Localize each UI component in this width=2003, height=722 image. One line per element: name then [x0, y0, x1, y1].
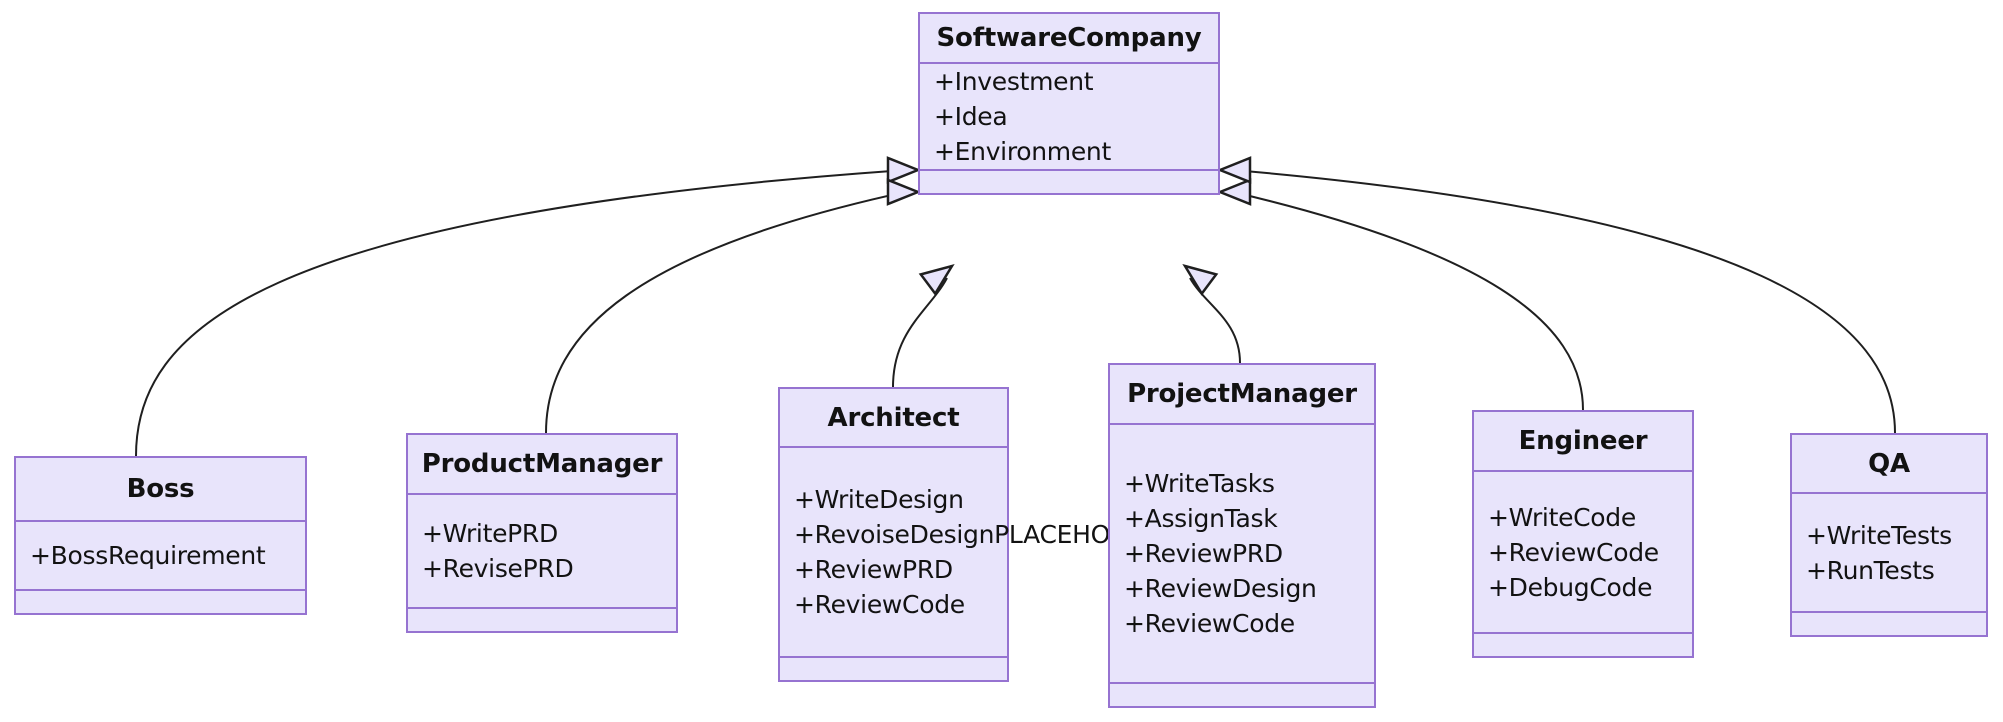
attribute-row: +WritePRD [422, 519, 558, 548]
methods-compartment-project-manager [1110, 684, 1374, 706]
class-name-architect: Architect [780, 389, 1007, 448]
attribute-row: +ReviewPRD [1124, 539, 1283, 568]
attribute-row: +WriteDesign [794, 485, 964, 514]
class-name-engineer: Engineer [1474, 412, 1692, 472]
attribute-row: +RevoiseDesignPLACEHOLDER [794, 520, 1176, 549]
generalization-arrowhead-icon [1182, 263, 1219, 296]
generalization-arrowhead-icon [886, 156, 922, 184]
class-name-qa: QA [1792, 435, 1986, 494]
class-box-qa[interactable]: QA +WriteTests +RunTests [1790, 433, 1988, 637]
attribute-row: +ReviewDesign [1124, 574, 1317, 603]
class-box-architect[interactable]: Architect +WriteDesign +RevoiseDesignPLACE… [778, 387, 1176, 682]
methods-compartment-qa [1792, 613, 1986, 635]
attribute-row: +ReviewCode [1488, 537, 1659, 567]
attributes-compartment-architect: +WriteDesign +RevoiseDesignPLACEHOLDER +Re… [780, 448, 1176, 658]
methods-compartment-product-manager [408, 609, 676, 631]
attribute-row: +Investment [934, 67, 1094, 96]
class-box-product-manager[interactable]: ProductManager +WritePRD +RevisePRD [406, 433, 678, 633]
class-name-project-manager: ProjectManager [1110, 365, 1374, 425]
generalization-arrowhead-icon [918, 263, 955, 296]
edge-architect-to-softwarecompany [892, 263, 955, 388]
attributes-compartment-engineer: +WriteCode +ReviewCode +DebugCode [1474, 472, 1692, 634]
attributes-compartment-qa: +WriteTests +RunTests [1792, 494, 1986, 613]
attribute-row: +Idea [934, 102, 1008, 131]
attribute-row: +AssignTask [1124, 504, 1278, 533]
methods-compartment-software-company [920, 171, 1218, 193]
generalization-arrowhead-icon [1216, 178, 1252, 206]
attributes-compartment-product-manager: +WritePRD +RevisePRD [408, 495, 676, 609]
attribute-row: +WriteCode [1488, 502, 1636, 532]
methods-compartment-architect [780, 658, 1007, 680]
attribute-row: +RunTests [1806, 555, 1935, 585]
attribute-row: +RevisePRD [422, 554, 574, 583]
attribute-row: +DebugCode [1488, 572, 1653, 602]
attribute-row: +Environment [934, 137, 1111, 166]
edge-line [892, 277, 948, 388]
class-box-boss[interactable]: Boss +BossRequirement [14, 456, 307, 615]
attributes-compartment-boss: +BossRequirement [16, 522, 305, 591]
methods-compartment-engineer [1474, 634, 1692, 656]
attribute-row: +ReviewCode [794, 590, 965, 619]
class-name-product-manager: ProductManager [408, 435, 676, 495]
attribute-row: +ReviewPRD [794, 555, 953, 584]
class-box-software-company[interactable]: SoftwareCompany +Investment +Idea +Environm… [918, 12, 1220, 195]
methods-compartment-boss [16, 591, 305, 613]
class-box-project-manager[interactable]: ProjectManager +WriteTasks +AssignTask +Rev… [1108, 363, 1376, 708]
attribute-row: +WriteTasks [1124, 469, 1275, 498]
generalization-arrowhead-icon [1216, 156, 1252, 184]
generalization-arrowhead-icon [886, 178, 922, 206]
attributes-compartment-project-manager: +WriteTasks +AssignTask +ReviewPRD +ReviewD… [1110, 425, 1374, 684]
attributes-compartment-software-company: +Investment +Idea +Environment [920, 64, 1218, 171]
class-name-boss: Boss [16, 458, 305, 522]
class-name-software-company: SoftwareCompany [920, 14, 1218, 64]
attribute-row: +BossRequirement [30, 541, 266, 570]
edge-projectmanager-to-softwarecompany [1182, 263, 1241, 364]
class-box-engineer[interactable]: Engineer +WriteCode +ReviewCode +DebugCode [1472, 410, 1694, 658]
attribute-row: +ReviewCode [1124, 609, 1295, 638]
attribute-row: +WriteTests [1806, 520, 1952, 550]
edge-line [1189, 277, 1241, 364]
